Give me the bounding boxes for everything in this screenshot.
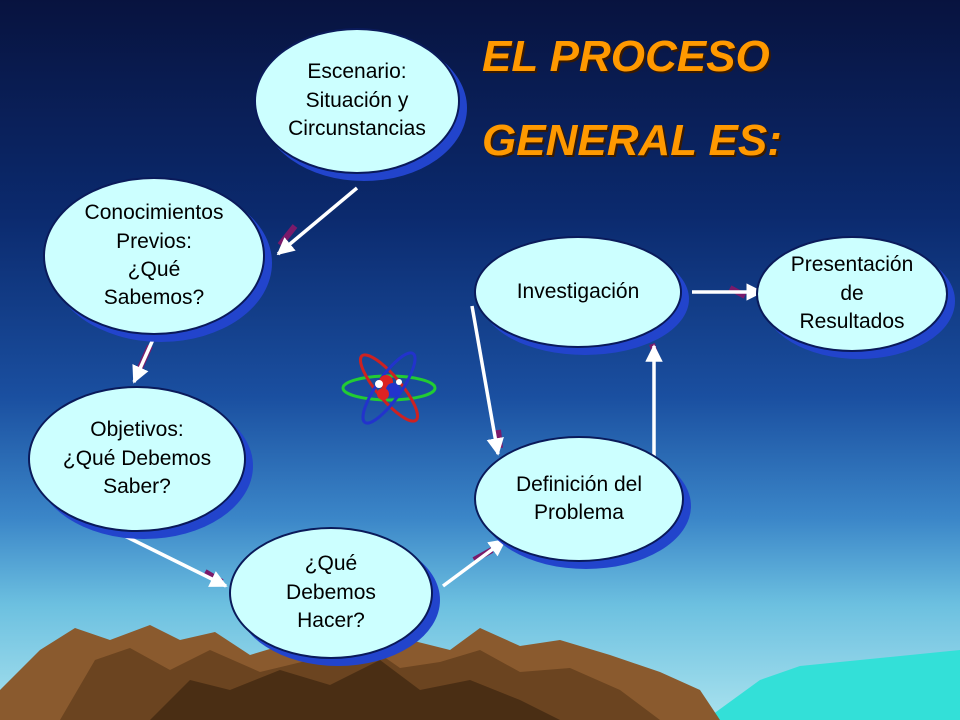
node-definicion-del-problema: Definición del Problema [474,436,684,562]
node-conocimientos-previos: Conocimientos Previos: ¿Qué Sabemos? [43,177,265,335]
node-escenario: Escenario: Situación y Circunstancias [254,28,460,174]
arrow-investigacion-to-definicion [470,305,504,456]
node-objetivos: Objetivos: ¿Qué Debemos Saber? [28,386,246,532]
arrow-conocimientos-to-objetivos [132,334,157,384]
arrow-que-hacer-to-definicion [441,538,507,588]
slide-title-line-2: GENERAL ES: [482,116,782,165]
arrow-objetivos-to-que-hacer [124,534,228,588]
arrow-escenario-to-conocimientos [276,186,359,256]
node-investigacion: Investigación [474,236,682,348]
node-que-debemos-hacer: ¿Qué Debemos Hacer? [229,527,433,659]
node-presentacion-de-resultados: Presentación de Resultados [756,236,948,352]
slide-title-line-1: EL PROCESO [482,32,770,81]
